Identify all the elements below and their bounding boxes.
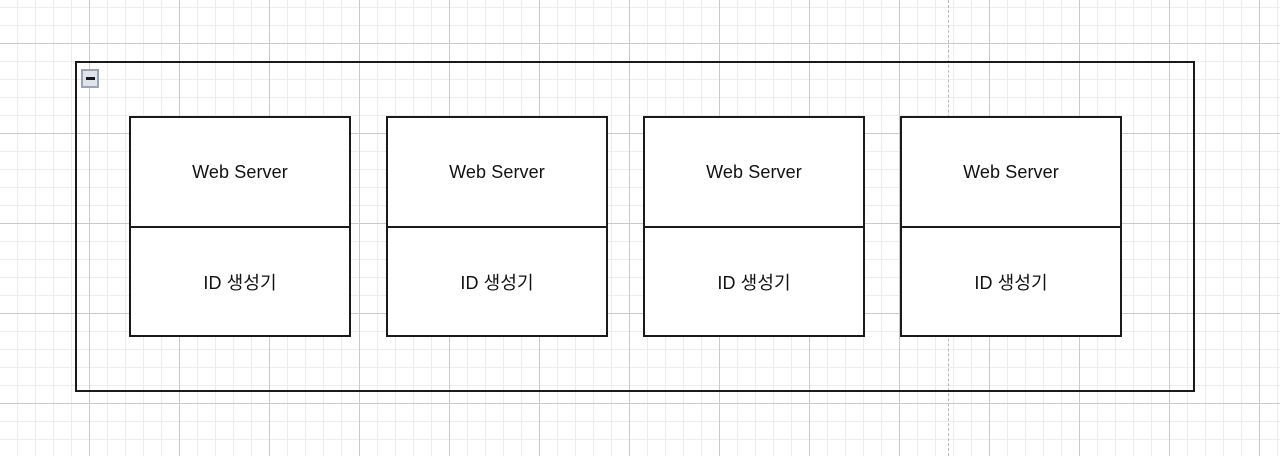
- web-server-node[interactable]: Web Server ID 생성기: [386, 116, 608, 337]
- collapse-toggle-button[interactable]: [81, 69, 99, 88]
- minus-icon: [85, 77, 95, 80]
- node-title: Web Server: [645, 118, 863, 228]
- web-server-node[interactable]: Web Server ID 생성기: [129, 116, 351, 337]
- node-body: ID 생성기: [974, 272, 1048, 293]
- node-body: ID 생성기: [460, 272, 534, 293]
- web-server-node[interactable]: Web Server ID 생성기: [643, 116, 865, 337]
- web-server-node[interactable]: Web Server ID 생성기: [900, 116, 1122, 337]
- node-title: Web Server: [388, 118, 606, 228]
- node-title: Web Server: [902, 118, 1120, 228]
- node-body: ID 생성기: [203, 272, 277, 293]
- node-body: ID 생성기: [717, 272, 791, 293]
- node-title: Web Server: [131, 118, 349, 228]
- server-group-container[interactable]: [75, 61, 1195, 392]
